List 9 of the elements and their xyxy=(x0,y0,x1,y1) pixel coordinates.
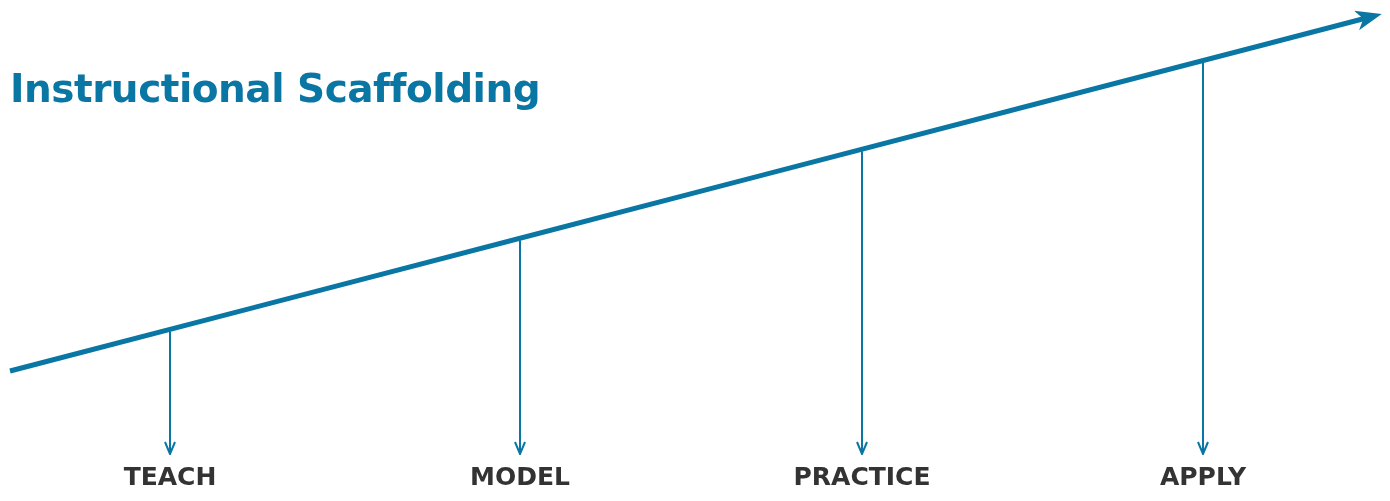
step-label: APPLY xyxy=(1159,462,1247,492)
step-label: TEACH xyxy=(123,462,217,492)
arrow xyxy=(856,150,868,455)
arrow xyxy=(164,330,176,455)
title: Instructional Scaffolding xyxy=(10,66,541,112)
step-label: PRACTICE xyxy=(793,462,931,492)
arrow xyxy=(514,239,526,455)
arrow xyxy=(1197,61,1209,455)
step-label: MODEL xyxy=(470,462,570,492)
